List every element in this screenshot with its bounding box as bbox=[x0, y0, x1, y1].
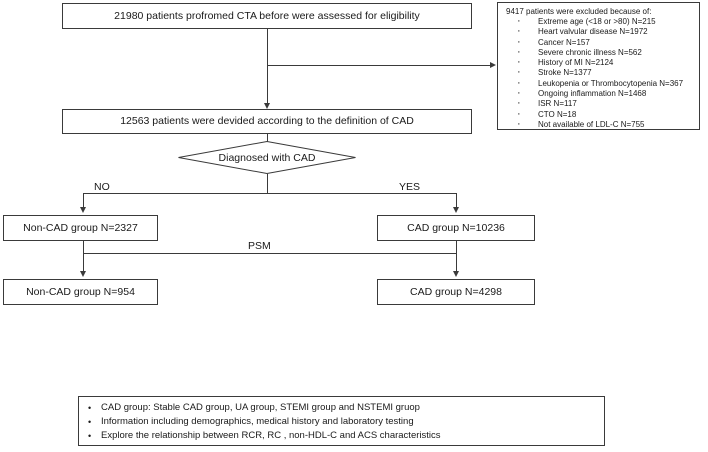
node-divided: 12563 patients were devided according to… bbox=[62, 109, 472, 134]
connector-decision-stem bbox=[267, 174, 268, 194]
node-non-cad-pre-psm-label: Non-CAD group N=2327 bbox=[23, 221, 138, 234]
exclusion-item: Stroke N=1377 bbox=[504, 67, 693, 78]
exclusion-item: Cancer N=157 bbox=[504, 37, 693, 48]
arrowhead-yes-branch bbox=[452, 207, 459, 213]
summary-panel: CAD group: Stable CAD group, UA group, S… bbox=[78, 396, 605, 446]
node-non-cad-post-psm-label: Non-CAD group N=954 bbox=[26, 285, 135, 298]
node-enrollment-label: 21980 patients profromed CTA before were… bbox=[114, 9, 420, 22]
summary-item: Information including demographics, medi… bbox=[85, 415, 598, 429]
connector-non-cad-psm bbox=[83, 241, 84, 273]
edge-label-no: NO bbox=[94, 181, 110, 193]
exclusion-item: Leukopenia or Thrombocytopenia N=367 bbox=[504, 78, 693, 89]
node-decision: Diagnosed with CAD bbox=[178, 141, 356, 174]
exclusion-list: Extreme age (<18 or >80) N=215 Heart val… bbox=[504, 16, 693, 130]
summary-item: Explore the relationship between RCR, RC… bbox=[85, 429, 598, 443]
arrowhead-enrollment-to-exclusion bbox=[490, 62, 496, 68]
exclusion-item: Extreme age (<18 or >80) N=215 bbox=[504, 16, 693, 27]
connector-psm-link bbox=[83, 253, 456, 254]
connector-cad-psm bbox=[456, 241, 457, 273]
exclusion-item: Not available of LDL-C N=755 bbox=[504, 119, 693, 130]
arrowhead-cad-psm bbox=[452, 271, 459, 277]
exclusion-item: Heart valvular disease N=1972 bbox=[504, 26, 693, 37]
arrowhead-non-cad-psm bbox=[79, 271, 86, 277]
exclusion-item: Severe chronic illness N=562 bbox=[504, 47, 693, 58]
exclusion-item: CTO N=18 bbox=[504, 109, 693, 120]
node-cad-post-psm: CAD group N=4298 bbox=[377, 279, 535, 305]
connector-no-branch bbox=[83, 193, 84, 209]
exclusion-item: Ongoing inflammation N=1468 bbox=[504, 88, 693, 99]
summary-item: CAD group: Stable CAD group, UA group, S… bbox=[85, 401, 598, 415]
edge-label-psm: PSM bbox=[248, 240, 271, 252]
node-divided-label: 12563 patients were devided according to… bbox=[120, 115, 414, 128]
connector-yes-branch bbox=[456, 193, 457, 209]
connector-enrollment-to-exclusion bbox=[267, 65, 490, 66]
node-cad-post-psm-label: CAD group N=4298 bbox=[410, 285, 502, 298]
node-cad-pre-psm-label: CAD group N=10236 bbox=[407, 221, 505, 234]
summary-list: CAD group: Stable CAD group, UA group, S… bbox=[85, 401, 598, 443]
arrowhead-no-branch bbox=[79, 207, 86, 213]
exclusion-title: 9417 patients were excluded because of: bbox=[506, 7, 652, 16]
node-non-cad-pre-psm: Non-CAD group N=2327 bbox=[3, 215, 158, 241]
exclusion-item: ISR N=117 bbox=[504, 98, 693, 109]
connector-decision-branch-bar bbox=[83, 193, 456, 194]
connector-enrollment-to-divided bbox=[267, 29, 268, 105]
exclusion-panel: 9417 patients were excluded because of: … bbox=[497, 2, 700, 130]
node-cad-pre-psm: CAD group N=10236 bbox=[377, 215, 535, 241]
edge-label-yes: YES bbox=[399, 181, 421, 193]
node-non-cad-post-psm: Non-CAD group N=954 bbox=[3, 279, 158, 305]
node-decision-label: Diagnosed with CAD bbox=[218, 151, 316, 164]
node-enrollment: 21980 patients profromed CTA before were… bbox=[62, 3, 472, 29]
arrowhead-enrollment-to-divided bbox=[263, 103, 270, 109]
exclusion-item: History of MI N=2124 bbox=[504, 57, 693, 68]
connector-divided-to-decision bbox=[267, 134, 268, 142]
